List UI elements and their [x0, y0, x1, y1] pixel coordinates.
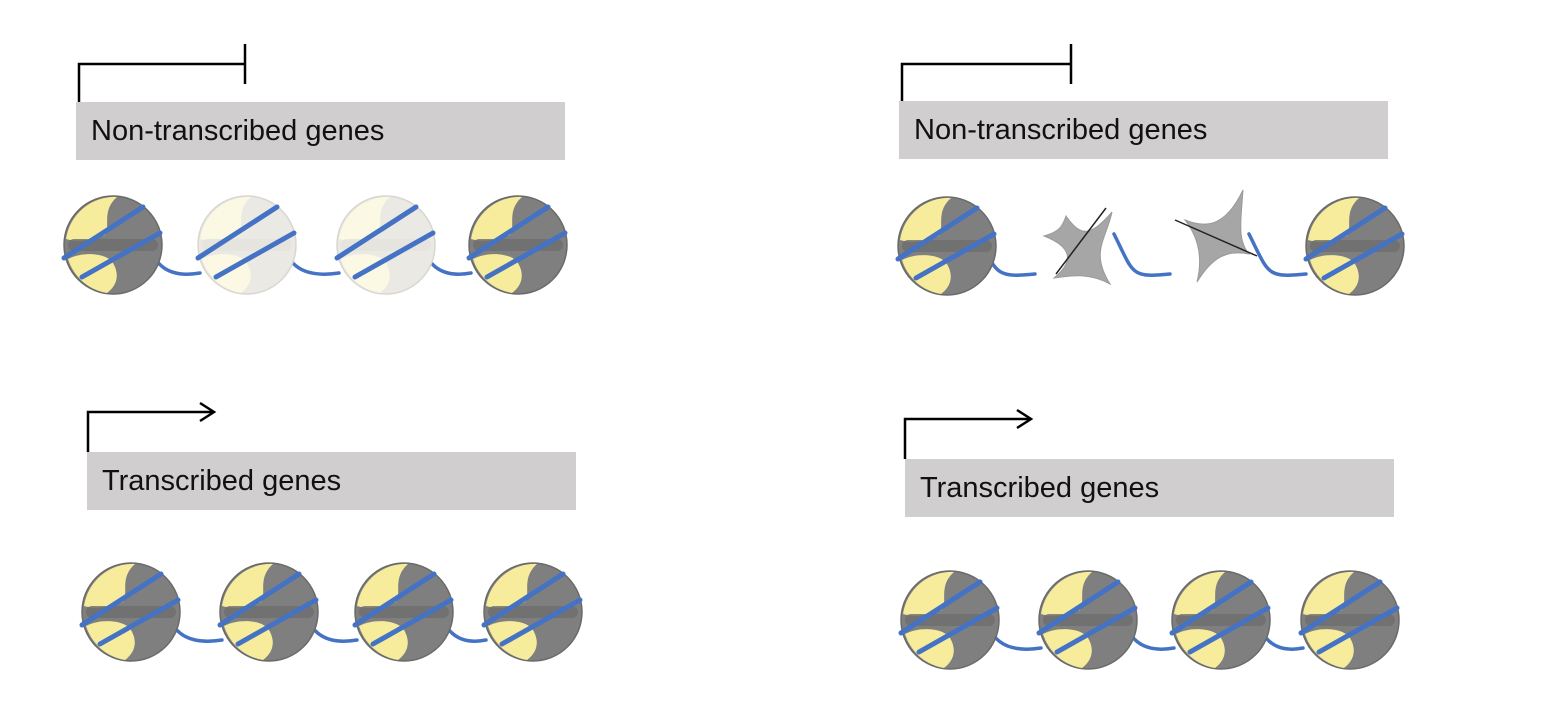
nucleosome	[217, 562, 319, 662]
faded-nucleosome	[195, 195, 297, 295]
label-non-transcribed-right: Non-transcribed genes	[899, 101, 1388, 159]
nucleosome	[352, 562, 454, 662]
nucleosome	[895, 196, 997, 296]
label-non-transcribed-left: Non-transcribed genes	[76, 102, 565, 160]
promoter-blunt-top-left	[77, 44, 247, 104]
nucleosome	[79, 562, 181, 662]
nucleosome	[1169, 570, 1271, 670]
nucleosome	[61, 195, 163, 295]
promoter-blunt-top-right	[900, 44, 1073, 104]
nucleosome	[481, 562, 583, 662]
nucleosome	[466, 195, 568, 295]
label-transcribed-right: Transcribed genes	[905, 459, 1394, 517]
degraded-nucleosome	[1174, 189, 1258, 283]
nucleosome	[1298, 570, 1400, 670]
promoter-arrow-bottom-right	[903, 408, 1034, 459]
nucleosome	[898, 570, 1000, 670]
nucleosome	[1303, 196, 1405, 296]
linker-dna	[1247, 232, 1308, 277]
promoter-arrow-bottom-left	[86, 401, 217, 452]
faded-nucleosome	[334, 195, 436, 295]
degraded-nucleosome	[1042, 207, 1113, 286]
linker-dna	[1112, 232, 1172, 277]
label-transcribed-left: Transcribed genes	[87, 452, 576, 510]
nucleosome	[1036, 570, 1138, 670]
